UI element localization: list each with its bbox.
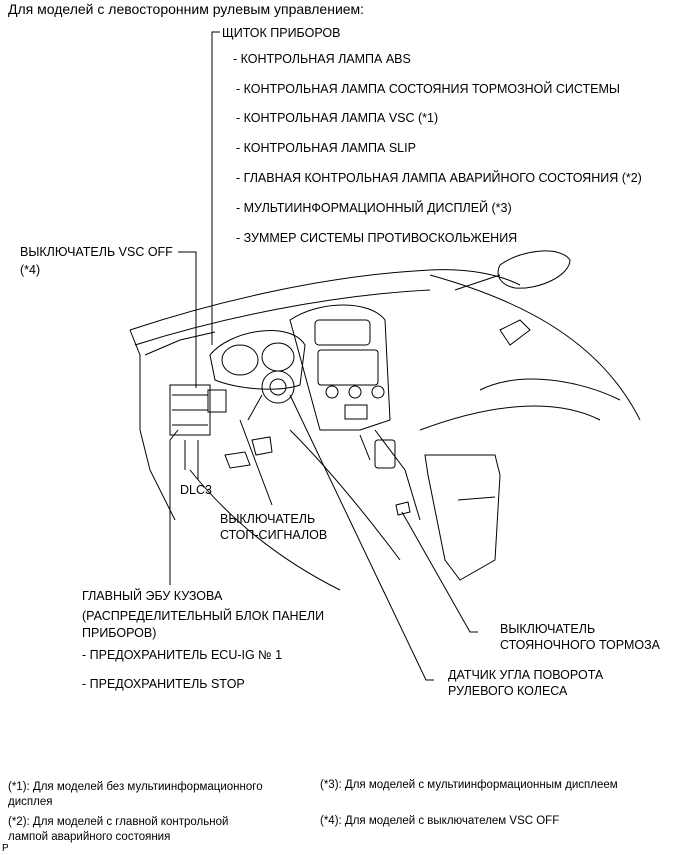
footnote-2-line-2: лампой аварийного состояния — [8, 831, 171, 843]
parking-brake-switch-label-1: ВЫКЛЮЧАТЕЛЬ — [500, 622, 596, 636]
fuse-ecu-ig-label: - ПРЕДОХРАНИТЕЛЬ ECU-IG № 1 — [82, 648, 283, 662]
steering-angle-sensor-label-1: ДАТЧИК УГЛА ПОВОРОТА — [448, 668, 604, 682]
vsc-off-switch-label: ВЫКЛЮЧАТЕЛЬ VSC OFF — [20, 245, 173, 259]
stop-light-switch-label-1: ВЫКЛЮЧАТЕЛЬ — [220, 512, 316, 526]
combination-meter-label: ЩИТОК ПРИБОРОВ — [222, 26, 341, 40]
junction-block-label-2: ПРИБОРОВ) — [82, 626, 157, 640]
leader-lines — [169, 31, 478, 681]
fuse-stop-label: - ПРЕДОХРАНИТЕЛЬ STOP — [82, 677, 245, 691]
meter-item-slip: - КОНТРОЛЬНАЯ ЛАМПА SLIP — [236, 141, 416, 155]
footnote-1-line-1: (*1): Для моделей без мультиинформационн… — [8, 781, 263, 793]
dashboard-drawing — [129, 250, 641, 591]
footnote-2-line-1: (*2): Для моделей с главной контрольной — [8, 816, 229, 828]
meter-item-multi-display: - МУЛЬТИИНФОРМАЦИОННЫЙ ДИСПЛЕЙ (*3) — [236, 201, 512, 215]
vsc-off-switch-note: (*4) — [20, 263, 41, 277]
meter-item-abs: - КОНТРОЛЬНАЯ ЛАМПА ABS — [233, 52, 411, 66]
stop-light-switch-label-2: СТОП-СИГНАЛОВ — [220, 528, 328, 542]
meter-item-vsc: - КОНТРОЛЬНАЯ ЛАМПА VSC (*1) — [236, 111, 439, 125]
footnote-4: (*4): Для моделей с выключателем VSC OFF — [320, 815, 560, 827]
footnote-1-line-2: дисплея — [8, 796, 53, 808]
meter-item-skid-buzzer: - ЗУММЕР СИСТЕМЫ ПРОТИВОСКОЛЬЖЕНИЯ — [236, 231, 518, 245]
meter-item-master-warning: - ГЛАВНАЯ КОНТРОЛЬНАЯ ЛАМПА АВАРИЙНОГО С… — [236, 171, 642, 185]
page-title: Для моделей с левосторонним рулевым упра… — [8, 1, 365, 17]
main-body-ecu-label: ГЛАВНЫЙ ЭБУ КУЗОВА — [82, 589, 223, 603]
junction-block-label-1: (РАСПРЕДЕЛИТЕЛЬНЫЙ БЛОК ПАНЕЛИ — [82, 609, 325, 623]
corner-mark: P — [2, 843, 9, 854]
footnote-3: (*3): Для моделей с мультиинформационным… — [320, 779, 618, 791]
parking-brake-switch-label-2: СТОЯНОЧНОГО ТОРМОЗА — [500, 638, 660, 652]
steering-angle-sensor-label-2: РУЛЕВОГО КОЛЕСА — [448, 684, 568, 698]
dlc3-label: DLC3 — [180, 483, 212, 497]
meter-item-brake: - КОНТРОЛЬНАЯ ЛАМПА СОСТОЯНИЯ ТОРМОЗНОЙ … — [236, 82, 620, 96]
